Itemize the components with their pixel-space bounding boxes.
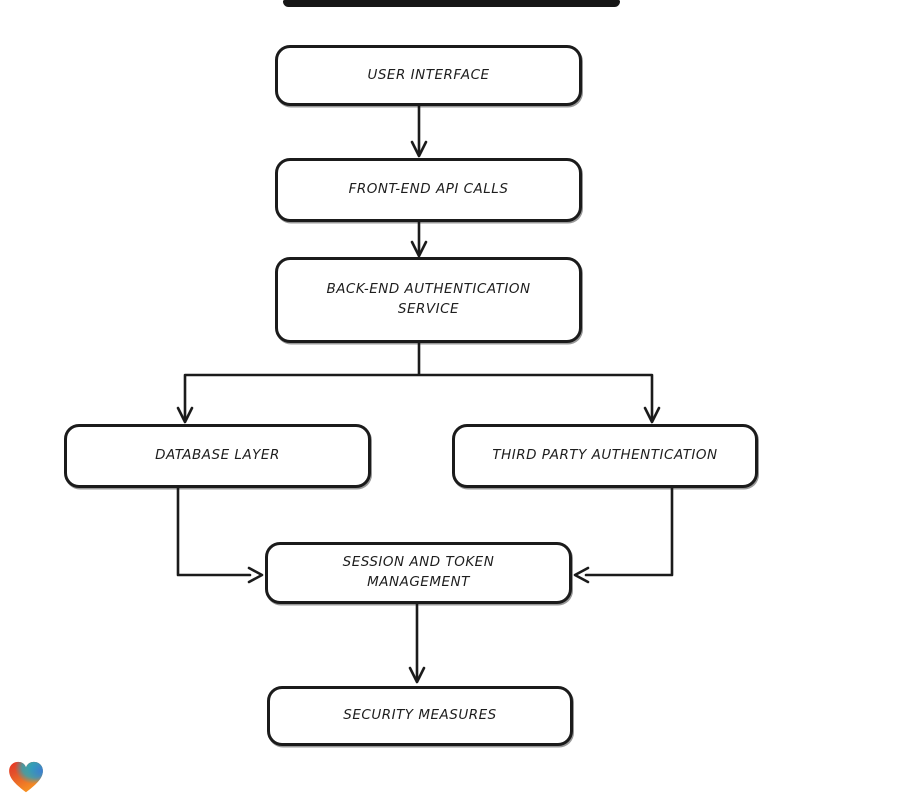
node-label: FRONT-END API CALLS <box>348 181 509 198</box>
node-session-and-token-management: SESSION AND TOKEN MANAGEMENT <box>265 542 572 604</box>
edge-thirdparty-to-session <box>584 486 674 577</box>
arrowhead-down-icon <box>176 406 194 424</box>
arrowhead-right-icon <box>247 566 264 584</box>
node-label: THIRD PARTY AUTHENTICATION <box>492 447 718 464</box>
cropped-shape-top <box>283 0 620 7</box>
arrowhead-down-icon <box>410 140 428 158</box>
heart-logo-icon <box>9 761 43 793</box>
arrowhead-down-icon <box>410 240 428 258</box>
node-security-measures: SECURITY MEASURES <box>267 686 573 746</box>
node-label: SECURITY MEASURES <box>343 707 497 724</box>
node-label: DATABASE LAYER <box>155 447 280 464</box>
node-user-interface: USER INTERFACE <box>275 45 582 106</box>
node-label: USER INTERFACE <box>367 66 490 83</box>
arrowhead-down-icon <box>643 406 661 424</box>
node-label: BACK-END AUTHENTICATION SERVICE <box>326 281 531 317</box>
arrowhead-left-icon <box>573 566 590 584</box>
node-front-end-api-calls: FRONT-END API CALLS <box>275 158 582 222</box>
node-third-party-authentication: THIRD PARTY AUTHENTICATION <box>452 424 758 488</box>
edge-backend-split <box>183 341 654 420</box>
node-database-layer: DATABASE LAYER <box>64 424 371 488</box>
node-back-end-authentication-service: BACK-END AUTHENTICATION SERVICE <box>275 257 582 343</box>
node-label: SESSION AND TOKEN MANAGEMENT <box>342 554 495 590</box>
edge-database-to-session <box>176 486 252 577</box>
arrowhead-down-icon <box>408 666 426 684</box>
